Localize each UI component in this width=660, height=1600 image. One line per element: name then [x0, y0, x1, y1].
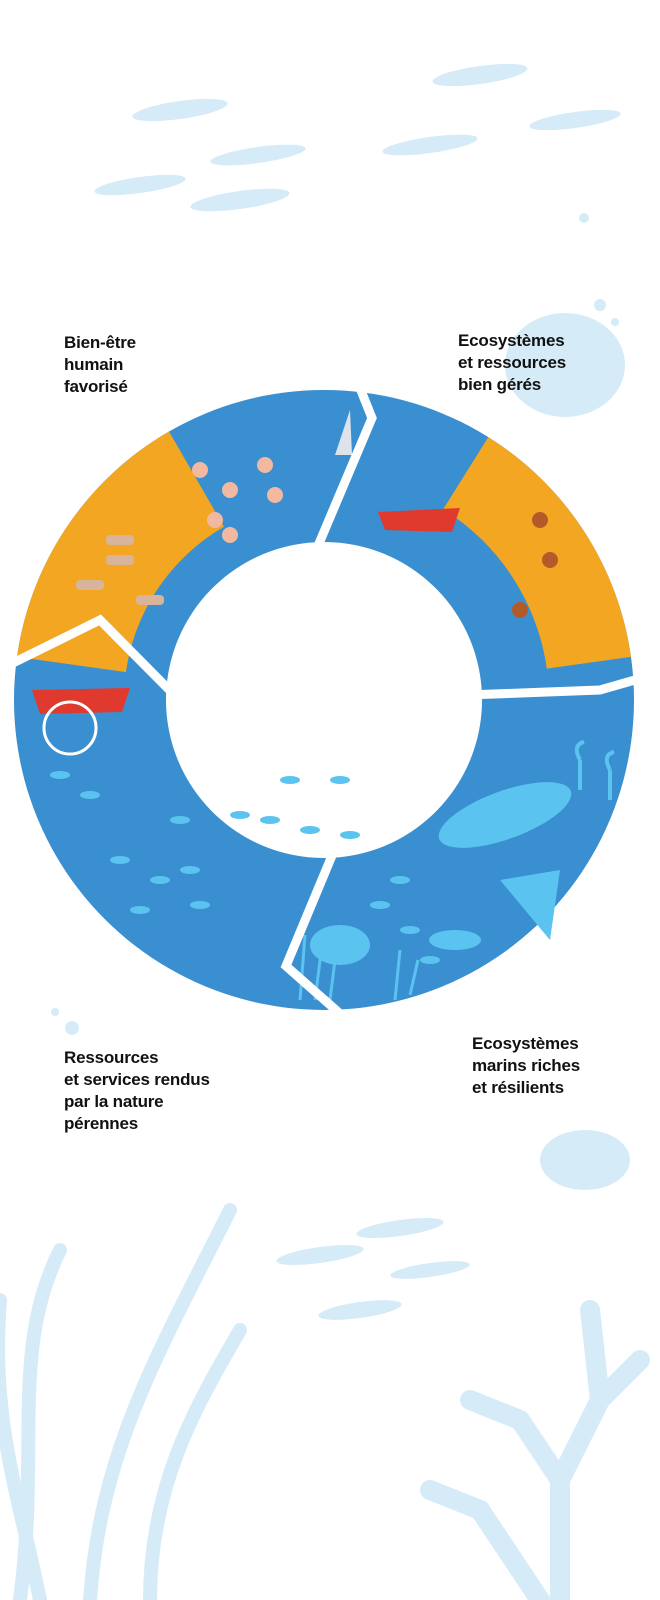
background-fish [276, 1244, 364, 1266]
turtle-icon [512, 602, 528, 618]
arrow-separator [280, 847, 350, 1023]
sunbather-icon [136, 595, 164, 605]
bubble [579, 213, 589, 223]
fish-icon [190, 901, 210, 909]
sunbather-icon [106, 555, 134, 565]
fish-icon [130, 906, 150, 914]
label-human-wellbeing: Bien-être humain favorisé [64, 333, 136, 396]
coral [420, 1300, 650, 1600]
cycle-ring [14, 389, 635, 1010]
bubble [51, 1008, 59, 1016]
background-fish [432, 63, 528, 87]
fish-icon [50, 771, 70, 779]
fish-icon [300, 826, 320, 834]
fish-icon [170, 816, 190, 824]
background-fish [318, 1300, 402, 1320]
ring-illustrations [32, 410, 615, 1001]
label-managed-ecosystems: Ecosystèmes et ressources bien gérés [458, 331, 566, 394]
fish-icon [110, 856, 130, 864]
swimmer-icon [207, 512, 223, 528]
background-fish [132, 98, 228, 122]
whale-icon [438, 782, 572, 848]
background-fish [529, 109, 621, 131]
fishing-boat-icon [378, 508, 460, 532]
manta-ray-icon [500, 870, 560, 940]
fish-icon [420, 956, 440, 964]
fish-icon [390, 876, 410, 884]
flamingo-icon [604, 750, 615, 800]
sea-turtle-icon [310, 925, 370, 965]
arrow-separator [3, 614, 178, 698]
fish-icon [80, 791, 100, 799]
fish-icon [330, 776, 350, 784]
label-rich-resilient-ecosystems: Ecosystèmes marins riches et résilients [472, 1034, 580, 1097]
arrow-separator [312, 380, 377, 552]
swimmer-icon [222, 527, 238, 543]
fish-icon [180, 866, 200, 874]
seagrass-icon [298, 934, 420, 1001]
turtle-icon [542, 552, 558, 568]
beach-area [17, 431, 224, 673]
fish-icon [370, 901, 390, 909]
large-fish-icon [429, 930, 481, 950]
background-decoration [0, 63, 650, 1600]
swimmer-icon [222, 482, 238, 498]
sunbather-icon [106, 535, 134, 545]
sailboat-icon [335, 410, 352, 455]
segment-arrows [3, 380, 645, 1023]
label-sustainable-resources: Ressources et services rendus par la nat… [64, 1048, 210, 1133]
background-fish [94, 174, 186, 196]
bubble [65, 1021, 79, 1035]
background-fish [356, 1217, 444, 1239]
bubble [611, 318, 619, 326]
background-fish [390, 1261, 470, 1279]
fish-icon [400, 926, 420, 934]
trawler-icon [32, 688, 130, 714]
bubble-blob [540, 1130, 630, 1190]
swimmer-icon [267, 487, 283, 503]
turtle-icon [532, 512, 548, 528]
fish-icon [340, 831, 360, 839]
flamingo-icon [574, 740, 585, 790]
arrow-separator [473, 673, 645, 700]
fishing-net-icon [42, 700, 98, 756]
coast-area [443, 437, 631, 669]
bubble [594, 299, 606, 311]
fish-icon [260, 816, 280, 824]
bubble-blob [505, 313, 625, 417]
seaweed [0, 1203, 247, 1600]
background-fish [190, 188, 290, 212]
swimmer-icon [192, 462, 208, 478]
background-fish [382, 134, 478, 156]
fish-icon [150, 876, 170, 884]
background-fish [210, 144, 306, 166]
fish-icon [280, 776, 300, 784]
sunbather-icon [76, 580, 104, 590]
swimmer-icon [257, 457, 273, 473]
fish-icon [230, 811, 250, 819]
